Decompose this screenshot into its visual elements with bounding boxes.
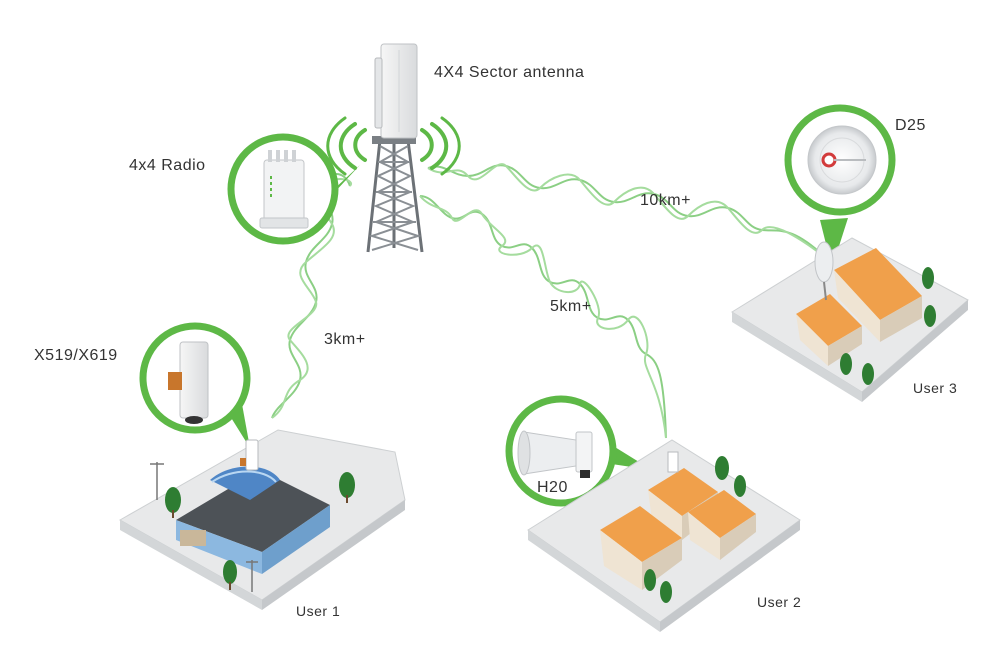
d25-label: D25: [895, 117, 926, 134]
tower-icon: [326, 116, 461, 253]
dish-antenna-icon: [807, 125, 877, 195]
user3-site: [731, 237, 969, 402]
user3-label: User 3: [913, 380, 958, 396]
wave-user3-b: [427, 163, 827, 259]
h20-label: H20: [537, 479, 568, 496]
sector-antenna-label: 4X4 Sector antenna: [434, 64, 585, 81]
sector-antenna-icon: [374, 43, 418, 139]
distance-user1-label: 3km+: [324, 331, 366, 348]
wave-user2-b: [419, 195, 667, 439]
user2-site: [527, 439, 801, 632]
distance-user3-label: 10km+: [640, 192, 691, 209]
wave-user3: [427, 164, 827, 259]
horn-antenna-icon: [517, 430, 593, 478]
distance-user2-label: 5km+: [550, 298, 592, 315]
outdoor-cpe-icon: [168, 341, 209, 424]
user3-dish: [814, 241, 834, 301]
user2-label: User 2: [757, 594, 802, 610]
link-waves: [271, 163, 827, 439]
radio-label: 4x4 Radio: [129, 157, 206, 174]
radio-device-icon: [259, 150, 309, 229]
d25-callout: [784, 104, 896, 268]
x519-label: X519/X619: [34, 347, 118, 364]
user1-site: [118, 429, 406, 610]
x519-callout: [139, 322, 251, 448]
radio-callout: [227, 133, 360, 245]
user1-label: User 1: [296, 603, 341, 619]
h20-callout: [505, 395, 652, 507]
